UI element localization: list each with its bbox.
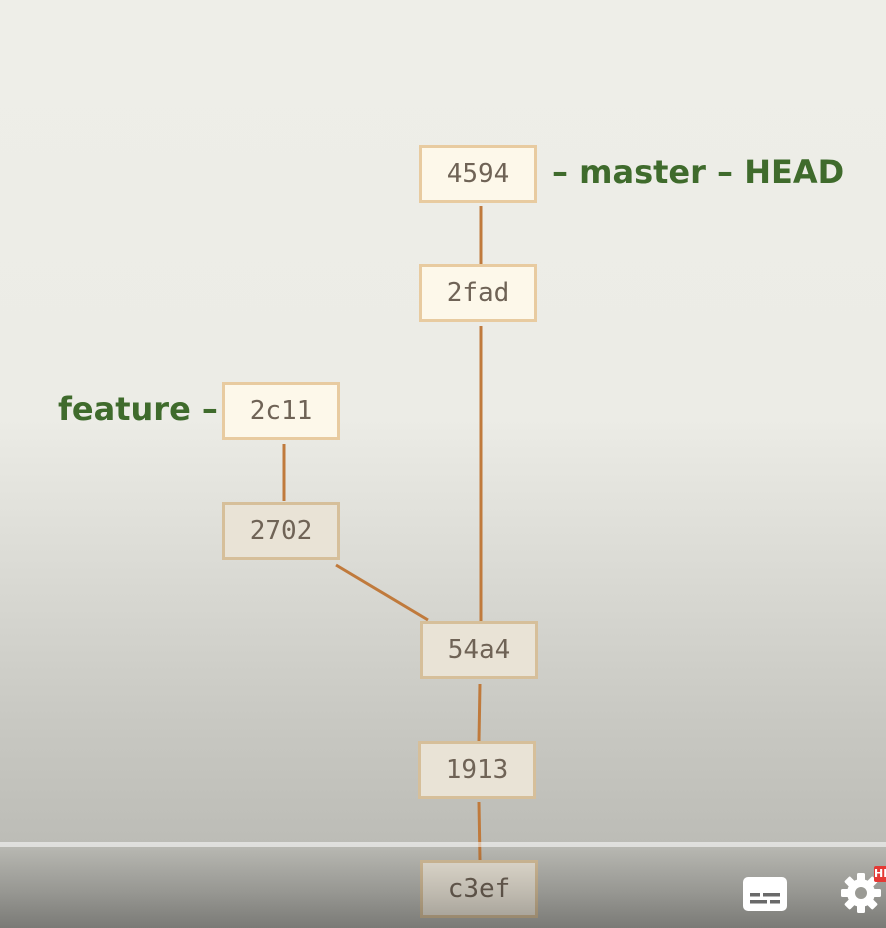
progress-bar[interactable] (0, 842, 886, 847)
commit-node-1913: 1913 (418, 741, 536, 799)
edge-1913-c3ef (477, 801, 482, 861)
hd-badge: HD (874, 866, 886, 882)
commit-node-54a4: 54a4 (420, 621, 538, 679)
commit-node-c3ef: c3ef (420, 860, 538, 918)
commit-node-2702: 2702 (222, 502, 340, 560)
edge-2702-54a4 (335, 563, 429, 622)
master-head-label: – master – HEAD (552, 153, 845, 191)
subtitles-icon (743, 877, 787, 911)
commit-hash: c3ef (448, 874, 511, 904)
commit-hash: 2c11 (249, 396, 313, 426)
commit-hash: 4594 (446, 159, 510, 189)
commit-hash: 2fad (446, 278, 510, 308)
commit-hash: 2702 (249, 516, 313, 546)
commit-hash: 54a4 (447, 635, 511, 665)
commit-node-2c11: 2c11 (222, 382, 340, 440)
gear-icon (841, 873, 881, 913)
commit-node-4594: 4594 (419, 145, 537, 203)
player-controls-bar (0, 840, 886, 928)
settings-button[interactable] (838, 870, 884, 916)
commit-hash: 1913 (445, 755, 509, 785)
subtitles-button[interactable] (742, 876, 788, 912)
commit-node-2fad: 2fad (419, 264, 537, 322)
edge-54a4-1913 (477, 683, 482, 742)
feature-branch-label: feature – (58, 390, 218, 428)
